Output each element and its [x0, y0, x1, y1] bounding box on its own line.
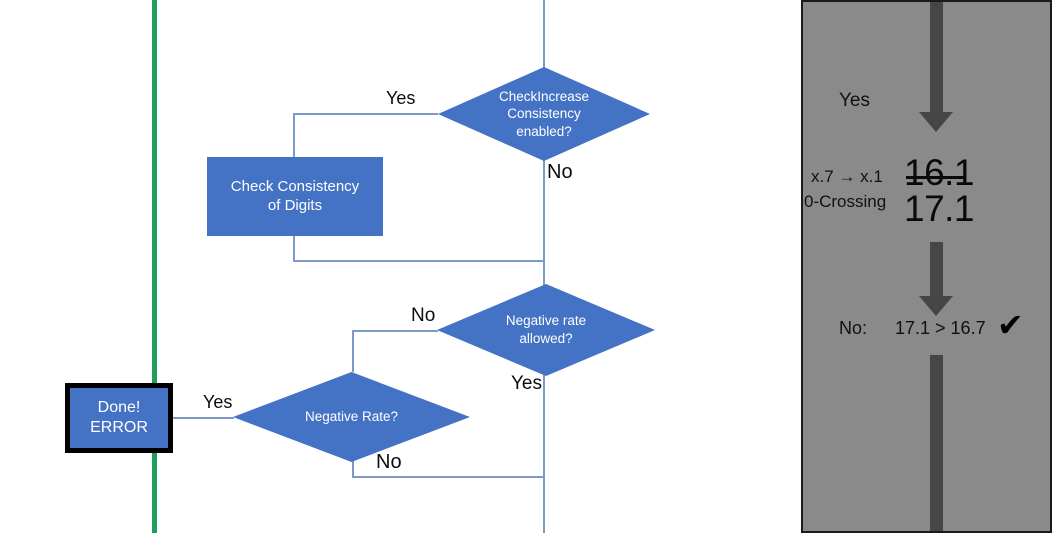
process-label: Check Consistency of Digits — [230, 177, 360, 214]
panel-row-0-label: x.7 → x.1 — [811, 167, 883, 186]
connector-negallowed-no-down — [352, 330, 354, 372]
connector-negrate-yes-to-done — [172, 417, 234, 419]
panel-arrow-1-shaft — [930, 2, 943, 112]
panel-arrow-2-shaft — [930, 242, 943, 297]
decision-negative-rate[interactable]: Negative Rate? — [233, 372, 470, 462]
decision-label: CheckIncrease Consistency enabled? — [498, 88, 590, 139]
process-check-consistency-of-digits[interactable]: Check Consistency of Digits — [207, 157, 383, 236]
connector-spine-mid — [543, 152, 545, 262]
panel-row-0-strikethrough — [906, 176, 966, 179]
diamond-shape — [233, 372, 470, 462]
connector-consistency-box-down — [293, 236, 295, 261]
annotation-panel: Yes x.7 → x.1 16.1 0-Crossing 17.1 No: 1… — [801, 0, 1052, 533]
panel-branch-label: Yes — [839, 90, 870, 111]
connector-negrate-no-to-spine — [352, 476, 545, 478]
decision-check-increase-consistency[interactable]: CheckIncrease Consistency enabled? — [438, 67, 650, 161]
connector-checkincrease-yes-horizontal — [293, 113, 438, 115]
decision-label: Negative Rate? — [304, 409, 399, 425]
decision-negative-rate-allowed[interactable]: Negative rate allowed? — [437, 284, 655, 376]
process-done-error[interactable]: Done! ERROR — [65, 383, 173, 453]
panel-result-comparison: 17.1 > 16.7 — [895, 318, 986, 338]
edge-label-negrate-no: No — [376, 451, 402, 473]
decision-label: Negative rate allowed? — [505, 313, 587, 346]
panel-arrow-3-shaft — [930, 355, 943, 531]
connector-spine-top — [543, 0, 545, 114]
diamond-shape — [438, 67, 650, 161]
edge-label-negallowed-yes: Yes — [511, 373, 542, 394]
process-label: Done! ERROR — [90, 399, 148, 436]
panel-row-1-label: 0-Crossing — [804, 192, 887, 211]
connector-spine-bottom — [543, 369, 545, 533]
panel-row-1-value: 17.1 — [904, 188, 975, 229]
edge-label-checkincrease-no: No — [547, 161, 573, 183]
edge-label-negallowed-no: No — [411, 305, 436, 326]
panel-row-0-value: 16.1 — [904, 152, 975, 193]
panel-result-answer: No: — [839, 318, 868, 338]
edge-label-checkincrease-yes: Yes — [386, 88, 416, 108]
panel-result-checkmark-icon: ✔ — [997, 307, 1024, 343]
connector-consistency-box-to-spine — [293, 260, 545, 262]
connector-negrate-no-down — [352, 461, 354, 477]
green-divider-line — [152, 0, 157, 533]
diamond-shape — [437, 284, 655, 376]
panel-arrow-1-head — [919, 112, 953, 132]
edge-label-negrate-yes: Yes — [203, 392, 233, 412]
connector-negallowed-no-horizontal — [352, 330, 438, 332]
panel-arrow-2-head — [919, 296, 953, 316]
connector-checkincrease-yes-down — [293, 113, 295, 158]
